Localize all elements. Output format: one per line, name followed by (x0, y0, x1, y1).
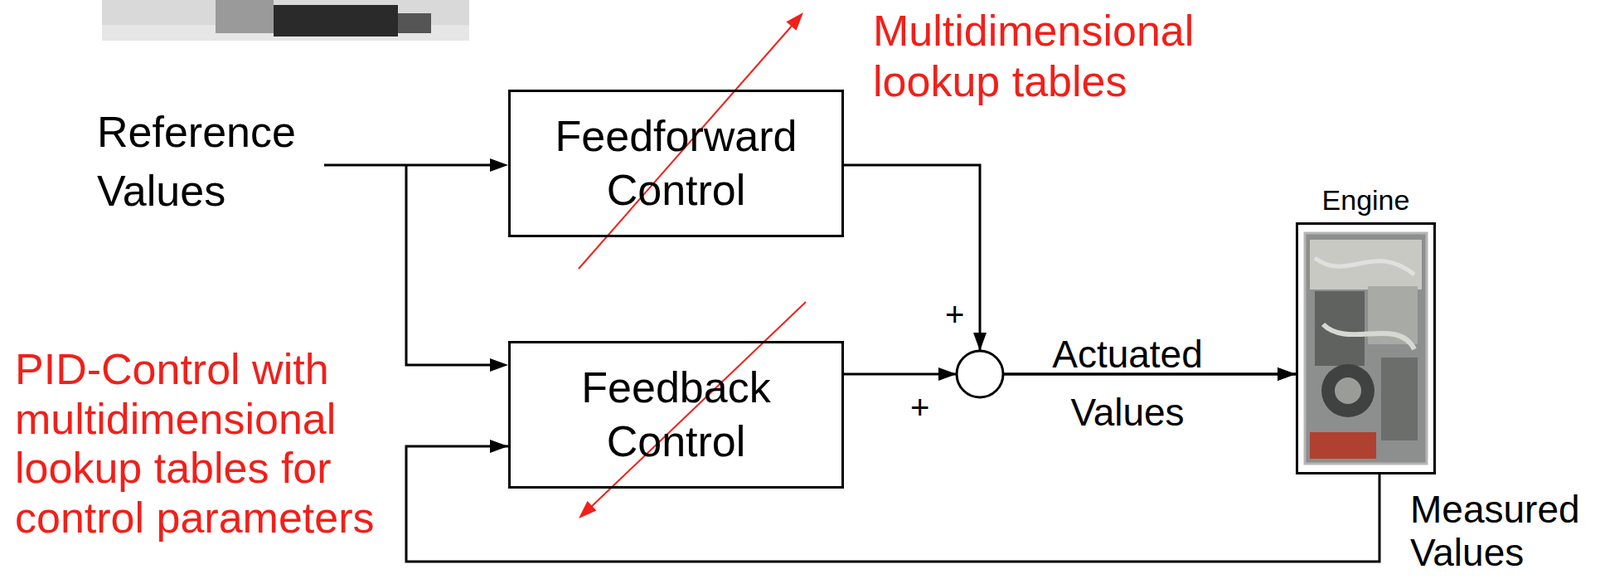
reference-wires (324, 158, 509, 372)
node-heading: Engine (1265, 183, 1467, 217)
signal-label: Reference Values (96, 102, 321, 221)
sign-label: + (945, 295, 970, 334)
engine-box: Engine (1295, 222, 1436, 475)
signal-connector (406, 446, 1380, 562)
annotation: Multidimensional lookup tables (872, 5, 1238, 107)
process-box: Feedforward Control (508, 89, 844, 238)
signal-label: Actuated Values (1027, 324, 1227, 442)
annotation: PID-Control with multidimensional lookup… (14, 344, 397, 543)
engine-photo (1298, 224, 1434, 472)
signal-label: Measured Values (1410, 487, 1595, 574)
top-photo (101, 0, 470, 41)
node-text: Feedback Control (524, 360, 828, 469)
process-box: Feedback Control (508, 340, 844, 489)
sign-label: + (910, 387, 936, 427)
node-text: Feedforward Control (524, 109, 828, 218)
summing-junction (938, 332, 1004, 398)
